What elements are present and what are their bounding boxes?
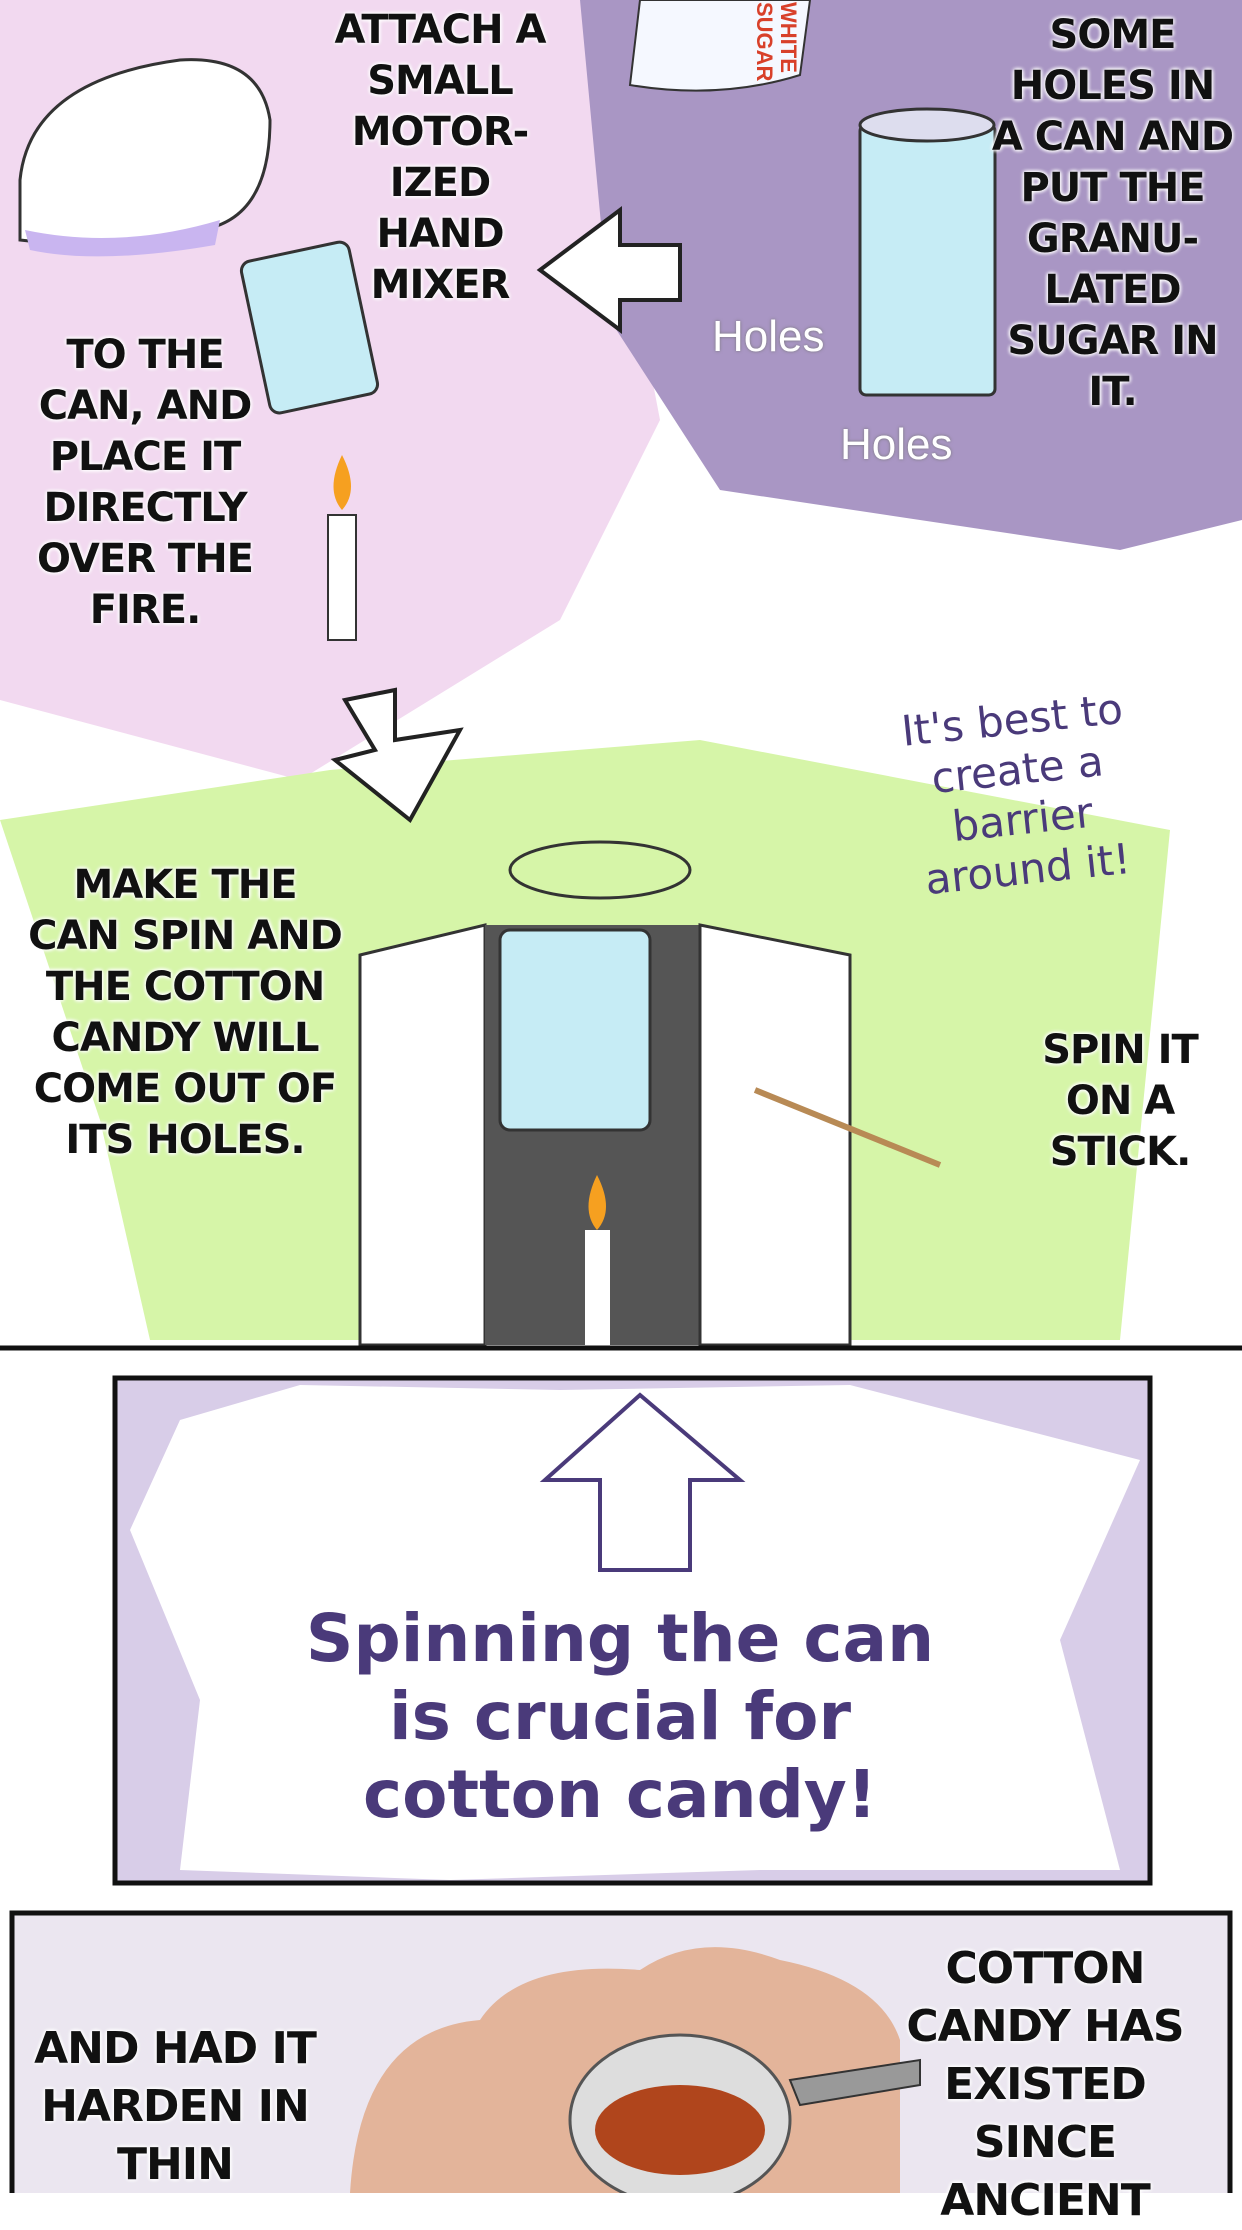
caption-spin: MAKE THE CAN SPIN AND THE COTTON CANDY W… — [28, 862, 343, 1163]
caption-history: COTTON CANDY HAS EXISTED SINCE ANCIENT — [906, 1943, 1184, 2226]
caption-fire: TO THE CAN, AND PLACE IT DIRECTLY OVER T… — [36, 332, 254, 633]
arrow-up-icon — [539, 1392, 746, 1572]
sugar-bag-label: WHITE SUGAR — [752, 2, 800, 82]
caption-holes: SOME HOLES IN A CAN AND PUT THE GRANU- L… — [991, 12, 1234, 415]
arrow-left-icon — [536, 206, 682, 334]
arrow-down-icon — [330, 687, 464, 824]
barrier-illustration — [358, 840, 942, 1347]
label-holes-bottom: Holes — [840, 420, 953, 469]
barrier-note: It's best to create a barrier around it! — [899, 683, 1133, 905]
saucepan-illustration — [568, 2033, 921, 2193]
hand-mixer-illustration — [18, 58, 380, 415]
label-holes-side: Holes — [712, 312, 825, 361]
caption-harden: AND HAD IT HARDEN IN THIN — [34, 2023, 317, 2190]
caption-mixer: ATTACH A SMALL MOTOR- IZED HAND MIXER — [334, 7, 547, 308]
headline: Spinning the can is crucial for cotton c… — [305, 1600, 935, 1833]
caption-stick: SPIN IT ON A STICK. — [1042, 1027, 1199, 1175]
burst-shape — [130, 1385, 1140, 1880]
sugar-and-can-illustration — [628, 0, 997, 397]
candle-illustration — [327, 455, 357, 641]
